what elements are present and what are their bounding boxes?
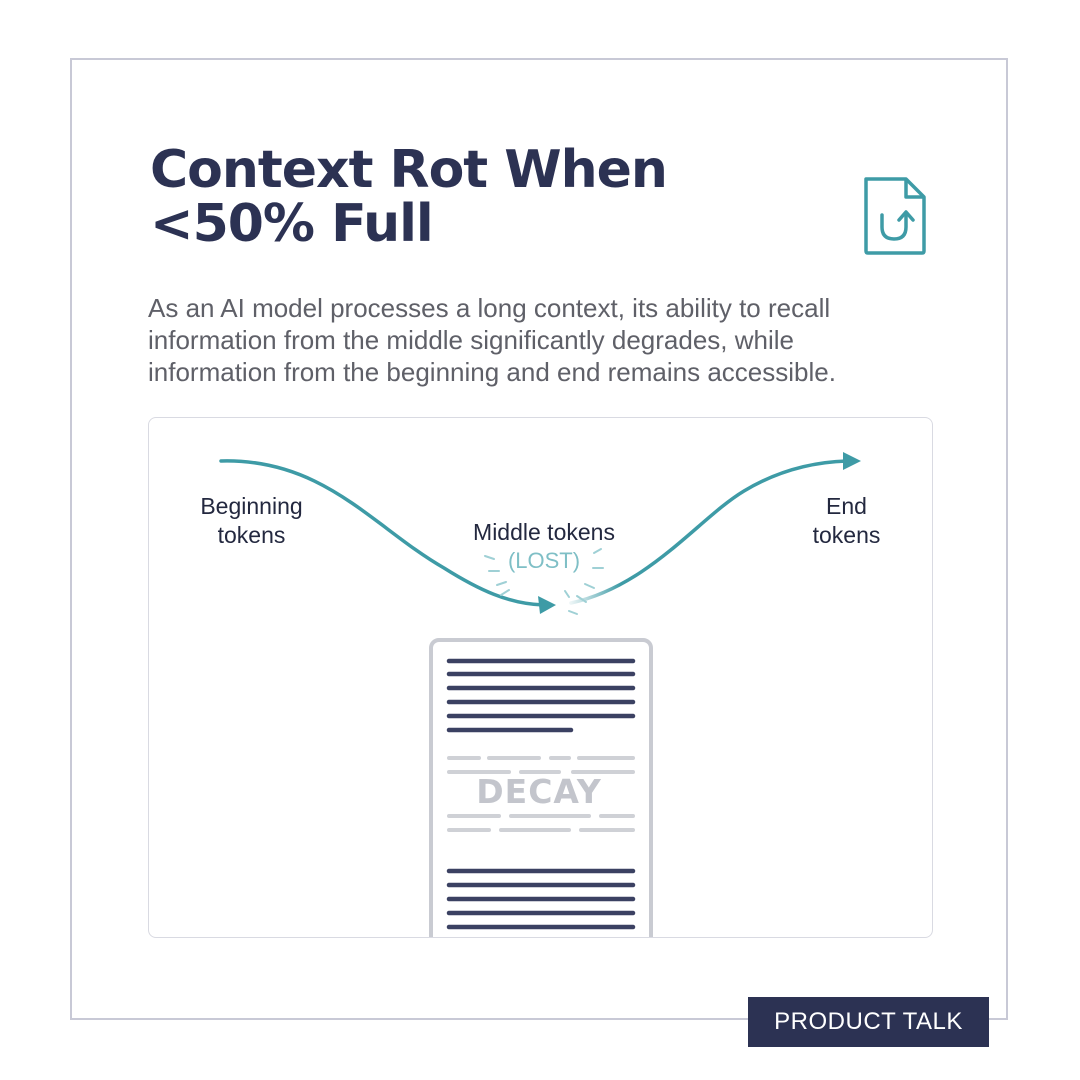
diagram-card: Beginning tokens Middle tokens (LOST) En… bbox=[148, 417, 933, 938]
title-line-1: Context Rot When bbox=[150, 140, 668, 200]
end-label-line-2: tokens bbox=[812, 522, 881, 548]
description-text: As an AI model processes a long context,… bbox=[148, 293, 836, 387]
document-return-icon bbox=[864, 177, 926, 255]
middle-arrowhead bbox=[538, 596, 556, 614]
document-decayed-lines bbox=[447, 756, 635, 832]
beginning-flow-arrow bbox=[219, 459, 546, 607]
end-flow-arrow bbox=[569, 459, 849, 605]
document-intact-top-lines bbox=[446, 658, 636, 733]
beginning-tokens-label: Beginning tokens bbox=[189, 492, 314, 550]
beginning-label-line-1: Beginning bbox=[200, 493, 303, 519]
beginning-label-line-2: tokens bbox=[217, 522, 286, 548]
document-intact-bottom-lines bbox=[446, 868, 636, 930]
end-arrowhead bbox=[843, 452, 861, 470]
decay-overlay-label: DECAY bbox=[476, 772, 602, 811]
brand-badge: PRODUCT TALK bbox=[748, 997, 989, 1047]
page-title: Context Rot When <50% Full bbox=[150, 143, 790, 251]
context-diagram bbox=[219, 452, 861, 937]
title-line-2: <50% Full bbox=[150, 194, 434, 254]
lost-status-label: (LOST) bbox=[507, 548, 581, 573]
context-document bbox=[429, 638, 653, 937]
lost-dispersion-marks bbox=[484, 548, 604, 615]
end-tokens-label: End tokens bbox=[794, 492, 899, 550]
end-label-line-1: End bbox=[826, 493, 867, 519]
middle-tokens-label: Middle tokens bbox=[473, 519, 615, 545]
